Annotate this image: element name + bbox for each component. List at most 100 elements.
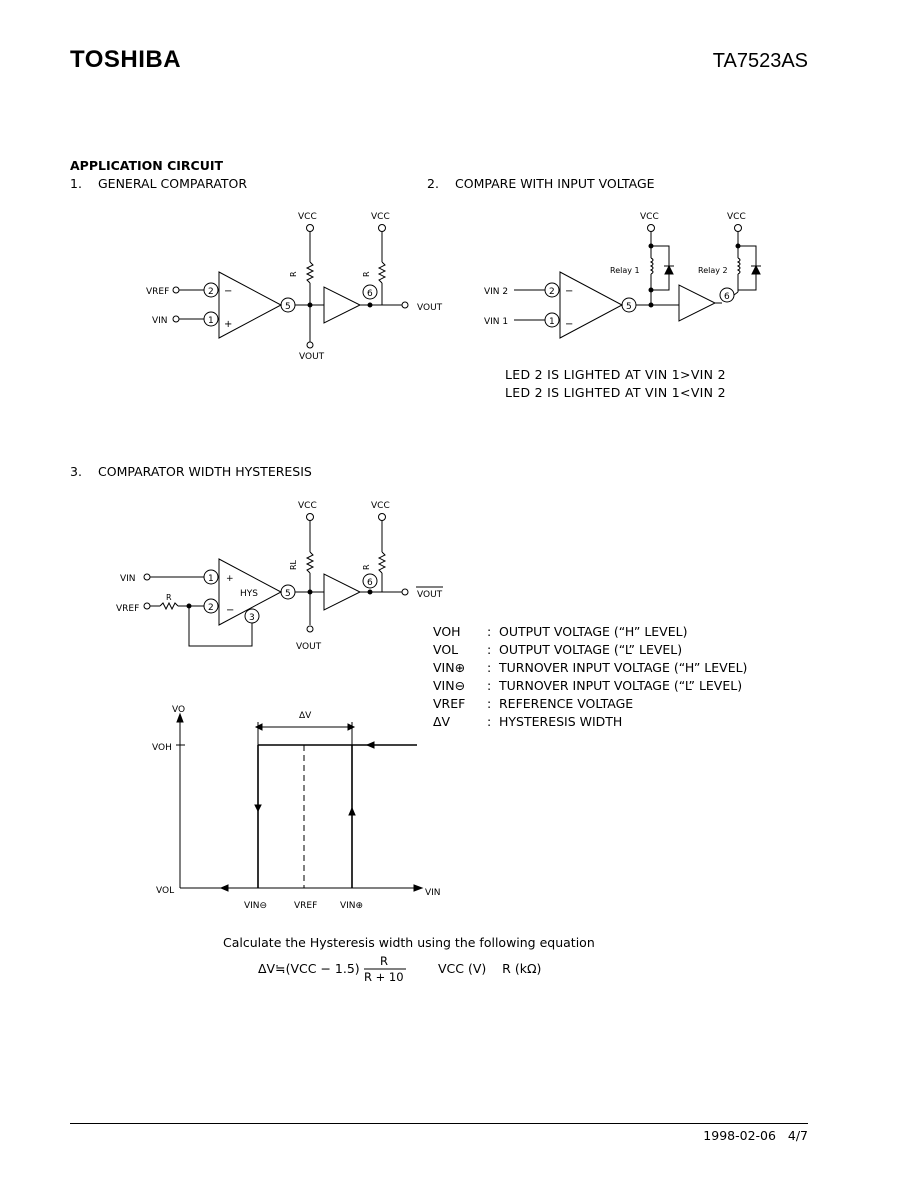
circuit1-number: 1. (70, 176, 82, 191)
legend-row: VOH:OUTPUT VOLTAGE (“H” LEVEL) (433, 624, 688, 639)
svg-text:VREF: VREF (116, 604, 139, 614)
c1-vcc-label-2: VCC (371, 212, 390, 222)
equation-lhs: ΔV≒(VCC − 1.5) (258, 961, 360, 976)
svg-text:6: 6 (724, 292, 730, 302)
part-number: TA7523AS (712, 50, 808, 72)
c1-vref-terminal (172, 286, 180, 294)
circuit3-diagram: VCC VCC RL R VIN VREF R 1 2 + − HYS 3 5 (116, 501, 443, 652)
section-title: APPLICATION CIRCUIT (70, 158, 224, 173)
c1-vcc-label-1: VCC (298, 212, 317, 222)
svg-text:VIN⊕: VIN⊕ (340, 901, 363, 911)
svg-text:5: 5 (285, 302, 291, 312)
equation-intro: Calculate the Hysteresis width using the… (223, 935, 595, 950)
svg-text:−: − (565, 286, 573, 297)
c1-vout-label: VOUT (417, 303, 443, 313)
svg-text:HYS: HYS (240, 589, 258, 599)
c1-resistor-1 (305, 261, 315, 284)
svg-text:5: 5 (285, 589, 291, 599)
legend-row: VOL:OUTPUT VOLTAGE (“L” LEVEL) (433, 642, 683, 657)
svg-text:+: + (224, 319, 232, 330)
c1-junction-1 (307, 302, 313, 308)
c1-pin6 (362, 284, 378, 300)
svg-text:VREF: VREF (294, 901, 317, 911)
relay2-coil-icon (736, 257, 741, 275)
svg-text:6: 6 (367, 578, 373, 588)
svg-text:VIN 2: VIN 2 (484, 287, 508, 297)
svg-text:−: − (226, 605, 234, 616)
c1-vcc-terminal-1 (306, 224, 314, 232)
c1-vout-bottom-label: VOUT (299, 352, 325, 362)
svg-text:1: 1 (208, 316, 214, 326)
c1-vout-bottom-terminal (306, 341, 314, 349)
brand-logo: TOSHIBA (70, 46, 182, 73)
svg-text:ΔV: ΔV (299, 711, 312, 721)
footer-rule (70, 1123, 808, 1124)
circuit2-heading: 2.COMPARE WITH INPUT VOLTAGE (427, 176, 655, 191)
svg-text:VOUT: VOUT (296, 642, 322, 652)
svg-text:VIN: VIN (425, 888, 441, 898)
circuit2-note-1: LED 2 IS LIGHTED AT VIN 1>VIN 2 (505, 367, 726, 382)
svg-text:2: 2 (208, 287, 214, 297)
diode2-icon (751, 264, 761, 275)
svg-text:−: − (565, 319, 573, 330)
footer: 1998-02-06 4/7 (703, 1128, 808, 1143)
svg-text:−: − (224, 286, 232, 297)
svg-text:3: 3 (249, 613, 255, 623)
equation-numerator: R (380, 954, 388, 968)
svg-text:2: 2 (208, 603, 214, 613)
hysteresis-graph: VO VOH VOL VIN ΔV VIN⊖ VREF VIN⊕ (152, 705, 441, 911)
svg-text:6: 6 (367, 289, 373, 299)
svg-text:VCC: VCC (727, 212, 746, 222)
c3-inverter (323, 573, 362, 611)
symbol-legend: VOH:OUTPUT VOLTAGE (“H” LEVEL) VOL:OUTPU… (433, 624, 747, 732)
circuit3-number: 3. (70, 464, 82, 479)
svg-text:1: 1 (208, 574, 214, 584)
svg-text:+: + (226, 574, 234, 584)
circuit1-diagram: VCC VCC R R VREF VIN 2 1 − + 5 (146, 212, 443, 362)
svg-text:VOL: VOL (156, 886, 174, 896)
c1-resistor-2 (377, 261, 387, 284)
circuit2-diagram: VCC VCC Relay 1 Relay 2 VIN 2 VIN 1 2 1 … (484, 212, 761, 339)
diode1-icon (664, 264, 674, 275)
circuit3-title: COMPARATOR WIDTH HYSTERESIS (98, 464, 312, 479)
svg-text:VO: VO (172, 705, 185, 715)
legend-row: VIN⊖:TURNOVER INPUT VOLTAGE (“L” LEVEL) (433, 678, 743, 693)
equation-denominator: R + 10 (364, 970, 404, 984)
svg-text:VCC: VCC (640, 212, 659, 222)
circuit3-heading: 3. COMPARATOR WIDTH HYSTERESIS (70, 464, 312, 479)
svg-text:5: 5 (626, 302, 632, 312)
c1-vcc-terminal-2 (378, 224, 386, 232)
c2-inverter (678, 284, 717, 322)
c1-r-label-2: R (362, 271, 371, 277)
c3-hys-comparator (218, 558, 283, 626)
c3-input-resistor (159, 601, 179, 611)
c1-r-label-1: R (289, 271, 298, 277)
c1-vout-terminal (401, 301, 409, 309)
svg-text:1: 1 (549, 317, 555, 327)
svg-text:VOUT: VOUT (417, 590, 443, 600)
svg-text:R: R (362, 564, 371, 570)
svg-text:2: 2 (549, 287, 555, 297)
circuit2-number: 2. (427, 176, 439, 191)
c2-comparator (559, 271, 624, 339)
relay1-coil-icon (649, 257, 654, 275)
svg-text:RL: RL (289, 559, 298, 570)
footer-date: 1998-02-06 (703, 1128, 776, 1143)
svg-text:VOH: VOH (152, 743, 172, 753)
circuit2-note-2: LED 2 IS LIGHTED AT VIN 1<VIN 2 (505, 385, 726, 400)
c1-vref-label: VREF (146, 287, 169, 297)
legend-row: VREF:REFERENCE VOLTAGE (433, 696, 634, 711)
svg-text:R: R (166, 593, 172, 602)
circuit1-heading: 1. GENERAL COMPARATOR (70, 176, 247, 191)
circuit1-title: GENERAL COMPARATOR (98, 176, 248, 191)
svg-text:VIN⊖: VIN⊖ (244, 901, 267, 911)
c1-vin-label: VIN (152, 316, 168, 326)
legend-row: VIN⊕:TURNOVER INPUT VOLTAGE (“H” LEVEL) (433, 660, 748, 675)
c1-inverter (323, 286, 362, 324)
c1-vin-terminal (172, 315, 180, 323)
svg-text:VIN: VIN (120, 574, 136, 584)
relay1-label: Relay 1 (610, 266, 640, 275)
page-number: 4/7 (787, 1128, 808, 1143)
relay2-label: Relay 2 (698, 266, 728, 275)
